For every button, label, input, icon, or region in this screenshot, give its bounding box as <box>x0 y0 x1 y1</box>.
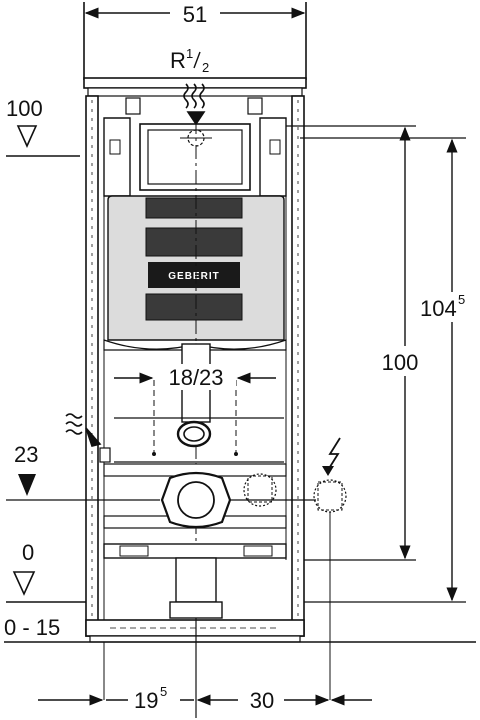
label-width-51: 51 <box>183 2 207 27</box>
upper-bracket <box>103 97 287 197</box>
label-offset-195-sup: 5 <box>160 684 167 699</box>
label-offset-195: 19 <box>134 688 158 713</box>
cistern-body: GEBERIT <box>103 195 287 351</box>
flush-pipe-area: 18/23 <box>114 343 284 463</box>
frame-top-cap <box>83 77 307 97</box>
side-connectors <box>243 473 347 700</box>
label-connection-r: R <box>170 48 186 73</box>
label-offset-30: 30 <box>250 688 274 713</box>
water-supply-side-icon <box>65 413 111 700</box>
logo-plate <box>148 262 240 288</box>
dimension-height-100: 100 <box>286 125 422 560</box>
label-connection-den: 2 <box>202 60 209 75</box>
drain-outlet <box>160 471 232 619</box>
label-connection-size: R 1 2 <box>170 46 209 75</box>
level-marker-0: 0 <box>6 540 466 603</box>
brand-logo: GEBERIT <box>168 271 219 282</box>
dimension-width-51: 51 <box>83 2 307 80</box>
lightning-icon <box>322 437 341 476</box>
label-height-100: 100 <box>382 350 419 375</box>
water-supply-top-icon <box>183 83 206 126</box>
level-marker-floor: 0 - 15 <box>4 615 476 643</box>
dimension-bottom: 19 5 30 <box>38 618 372 718</box>
label-height-104-sup: 5 <box>458 292 465 307</box>
label-level-100: 100 <box>6 96 43 121</box>
label-height-104: 104 <box>420 296 457 321</box>
level-marker-100: 100 <box>6 96 80 157</box>
label-pipe-spacing: 18/23 <box>168 365 223 390</box>
dimension-height-1045: 104 5 <box>300 137 476 602</box>
label-level-0: 0 <box>22 540 34 565</box>
label-level-23: 23 <box>14 442 38 467</box>
base-plate <box>85 619 305 643</box>
label-connection-num: 1 <box>186 46 193 61</box>
level-marker-23: 23 <box>6 442 316 501</box>
label-level-floor: 0 - 15 <box>4 615 60 640</box>
